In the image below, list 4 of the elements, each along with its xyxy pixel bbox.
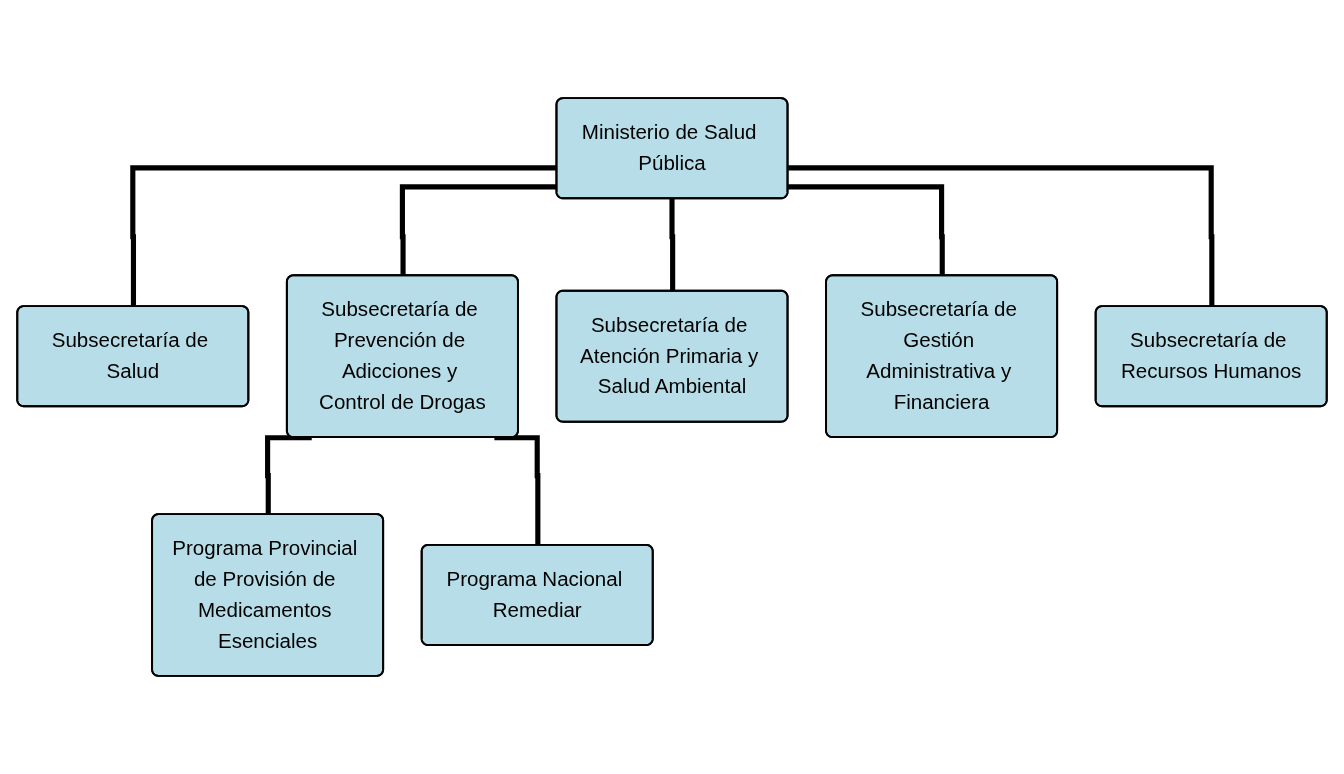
connector [788,165,1215,307]
connector [494,435,541,546]
connector [788,184,945,276]
connector [265,435,312,515]
